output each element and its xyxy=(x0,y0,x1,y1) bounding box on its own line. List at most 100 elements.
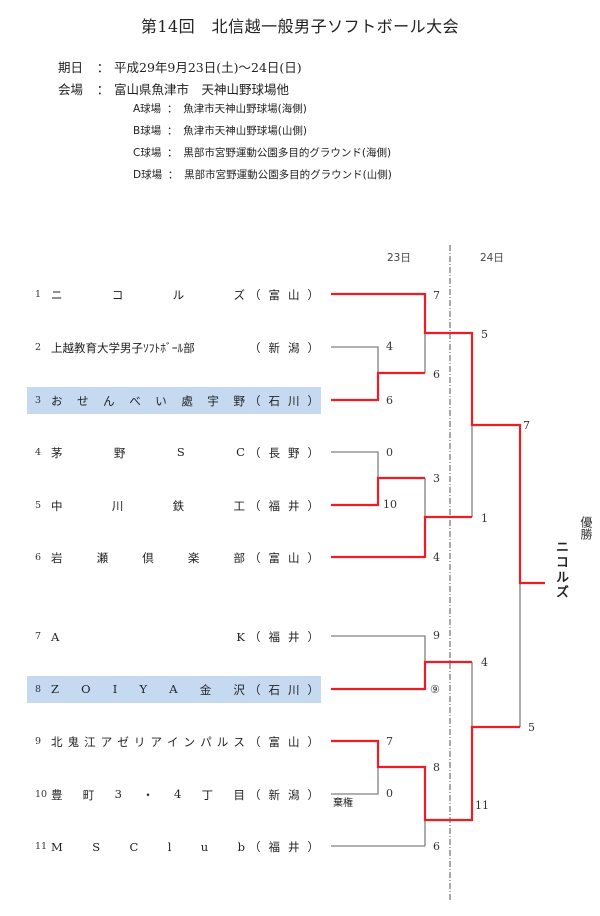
winning-lines xyxy=(331,292,545,822)
score-r1_t5: 10 xyxy=(383,498,397,511)
venue-value: 富山県魚津市 天神山野球場他 xyxy=(114,82,290,97)
winner-label: 優勝 xyxy=(579,516,593,540)
day1-label: 23日 xyxy=(387,252,411,264)
date-label: 期日 xyxy=(58,60,84,75)
forfeit-label: 棄権 xyxy=(333,798,353,809)
team-name-char: 目 xyxy=(233,787,245,802)
field-separator: ： xyxy=(166,103,178,115)
team-name-char: コ xyxy=(111,287,124,302)
team-name-char: 上越教育大学男子ｿﾌﾄﾎﾞｰﾙ部 xyxy=(51,340,195,355)
score-r1_t3: 6 xyxy=(386,394,393,407)
team-seed: 9 xyxy=(35,736,42,747)
team-name-char: C xyxy=(236,444,245,459)
team-name-char: 工 xyxy=(233,498,245,513)
team-prefecture: （石川） xyxy=(249,393,319,408)
team-name-char: ン xyxy=(183,734,196,749)
field-c: C球場：黒部市宮野運動公園多目的グラウンド(海側) xyxy=(133,145,391,160)
team-seed: 6 xyxy=(35,552,42,563)
team-name-char: S xyxy=(92,839,101,854)
score-r1_t2: 4 xyxy=(386,340,393,353)
venue-label: 会場 xyxy=(58,82,84,97)
team-prefecture: （福井） xyxy=(249,498,319,513)
score-r1_t9: 7 xyxy=(386,735,393,748)
team-name-char: 中 xyxy=(51,498,63,513)
field-label: C球場 xyxy=(133,147,162,159)
team-name-char: 3 xyxy=(114,786,122,801)
field-value: 魚津市天神山野球場(海側) xyxy=(183,103,307,115)
team-name-char: 4 xyxy=(174,786,182,801)
team-prefecture: （新潟） xyxy=(249,340,319,355)
team-name: 岩瀬倶楽部 xyxy=(51,550,249,566)
score-r2_t7: 9 xyxy=(433,629,440,642)
team-name-char: 部 xyxy=(233,550,246,565)
team-name-char: I xyxy=(112,681,118,696)
team-name-char: 岩 xyxy=(51,550,63,565)
team-name-char: u xyxy=(200,839,209,854)
team-name-char: ル xyxy=(216,734,229,749)
score-final_top: 7 xyxy=(523,419,530,432)
score-r1_t4: 0 xyxy=(386,446,393,459)
team-name-char: 豊 xyxy=(51,787,63,802)
team-name: 北鬼江アゼリアインパルス xyxy=(51,734,249,750)
field-label: A球場 xyxy=(133,103,162,115)
team-seed: 4 xyxy=(35,447,42,458)
team-prefecture: （石川） xyxy=(249,682,319,697)
team-seed: 1 xyxy=(35,289,42,300)
team-prefecture: （福井） xyxy=(249,839,319,854)
team-name-char: 川 xyxy=(111,498,124,513)
team-prefecture: （新潟） xyxy=(249,787,319,802)
date-separator: ： xyxy=(96,60,110,75)
team-name-char: 江 xyxy=(84,734,96,749)
team-name-char: ア xyxy=(150,734,162,749)
team-name-char: せ xyxy=(77,393,89,408)
team-name-char: C xyxy=(129,839,139,854)
score-r2_w45: 3 xyxy=(433,472,440,485)
team-seed: 7 xyxy=(35,631,42,642)
team-name-char: O xyxy=(81,681,91,696)
field-separator: ： xyxy=(167,169,179,181)
field-value: 黒部市宮野運動公園多目的グラウンド(海側) xyxy=(183,147,392,159)
team-name-char: ん xyxy=(103,393,115,408)
score-final_bot: 5 xyxy=(528,721,535,734)
team-seed: 10 xyxy=(35,789,48,800)
team-name-char: 楽 xyxy=(187,550,200,565)
team-name-char: l xyxy=(167,839,172,854)
team-seed: 8 xyxy=(35,684,42,695)
team-name-char: M xyxy=(51,839,63,854)
team-name-char: 金 xyxy=(199,682,212,697)
losing-lines xyxy=(331,333,521,847)
team-prefecture: （長野） xyxy=(249,445,319,460)
team-prefecture: （富山） xyxy=(249,287,319,302)
team-name-char: パ xyxy=(200,734,212,749)
score-r2_t6: 4 xyxy=(433,551,440,564)
team-prefecture: （富山） xyxy=(249,550,319,565)
field-d: D球場 ： 黒部市宮野運動公園多目的グラウンド(山側) xyxy=(133,167,392,182)
team-name-char: 野 xyxy=(113,445,126,460)
team-seed: 11 xyxy=(35,841,48,852)
team-name-char: 町 xyxy=(82,787,95,802)
champion-name: ニコルズ xyxy=(553,540,568,600)
field-label: D球場 xyxy=(133,169,163,181)
score-r3_mid: 1 xyxy=(481,512,488,525)
team-name-char: S xyxy=(176,444,185,459)
field-value: 黒部市宮野運動公園多目的グラウンド(山側) xyxy=(184,169,392,181)
team-name-char: A xyxy=(51,629,60,644)
team-name-char: ゼ xyxy=(117,734,129,749)
team-name-char: Y xyxy=(139,681,148,696)
score-r3_top: 5 xyxy=(481,328,488,341)
team-name-char: イ xyxy=(167,734,179,749)
score-r2_w910: 8 xyxy=(433,761,440,774)
team-name: おせんべい處宇野 xyxy=(51,393,249,409)
score-r2_w23: 6 xyxy=(433,368,440,381)
date-row: 期日：平成29年9月23日(土)～24日(日) xyxy=(58,57,302,76)
field-a: A球場 ： 魚津市天神山野球場(海側) xyxy=(133,101,307,116)
